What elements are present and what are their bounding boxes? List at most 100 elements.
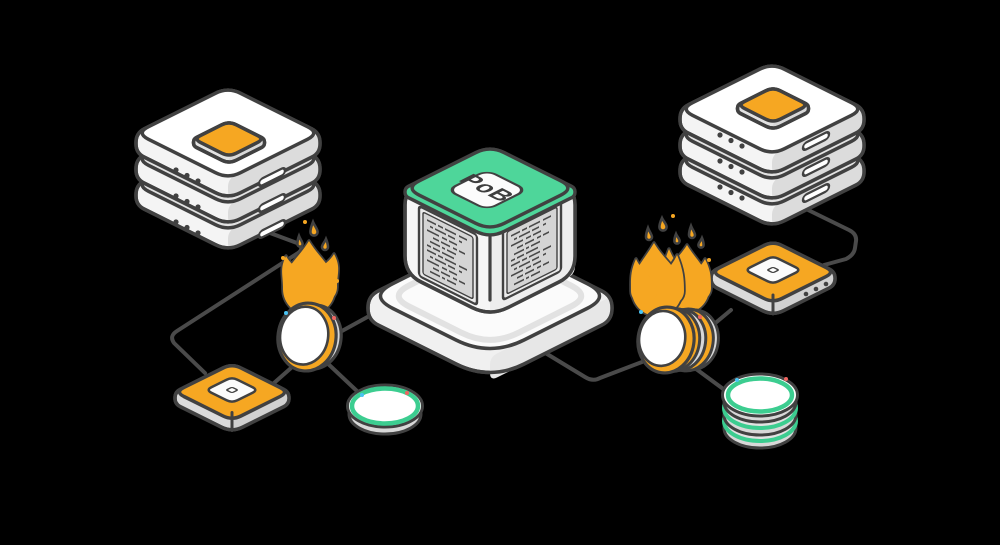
slab-side-shade xyxy=(228,187,320,249)
server-vent xyxy=(801,130,831,152)
sparkle-dot xyxy=(332,316,336,320)
server-dot xyxy=(195,204,201,210)
sparkle-dot xyxy=(639,310,643,314)
slab-side-shade xyxy=(228,161,320,223)
slab-side-shade xyxy=(229,140,265,163)
coin-group xyxy=(636,305,720,375)
chip-right xyxy=(709,241,837,316)
sparkle-dot xyxy=(284,311,288,315)
code-line xyxy=(514,268,544,286)
sparkle-dot xyxy=(360,393,364,397)
slab-top xyxy=(739,87,807,123)
code-line xyxy=(511,230,541,247)
server-dot xyxy=(173,193,179,199)
flame-drop xyxy=(673,230,681,245)
code-line xyxy=(427,219,467,241)
server-dot xyxy=(739,143,745,149)
connector-line xyxy=(272,366,293,385)
connector-line xyxy=(798,204,859,267)
flame-drop xyxy=(644,224,654,242)
slab-side-shade xyxy=(773,106,809,129)
server-chip-icon xyxy=(735,87,811,130)
flame-drop xyxy=(697,234,705,249)
burning-coins-right xyxy=(629,214,720,375)
chip-left xyxy=(173,364,291,432)
sparkle-dot xyxy=(671,214,675,218)
chip-dot xyxy=(823,281,829,287)
server-dot xyxy=(184,224,190,231)
server-dot xyxy=(195,230,201,236)
sparkle-dot xyxy=(735,378,739,382)
pob-cube: PoB xyxy=(403,147,577,315)
server-dot xyxy=(728,137,734,144)
slab-side-shade xyxy=(232,393,289,431)
server-vent xyxy=(257,192,287,214)
flame-icon xyxy=(629,214,686,318)
code-panel-left xyxy=(417,205,479,306)
server-dot xyxy=(195,178,201,184)
code-line xyxy=(511,245,551,267)
code-line xyxy=(427,229,457,246)
coin-flat-green xyxy=(346,383,424,436)
code-line xyxy=(433,267,465,285)
code-line xyxy=(427,249,467,271)
sparkle-dot xyxy=(784,377,788,381)
server-vent xyxy=(801,182,831,204)
server-dot xyxy=(739,195,745,201)
server-dot xyxy=(184,172,190,179)
sparkle-dot xyxy=(303,220,307,224)
code-line xyxy=(514,222,546,241)
server-chip-icon xyxy=(191,121,267,164)
server-dot xyxy=(739,169,745,175)
server-stack-right xyxy=(678,64,866,226)
sparkle-dot xyxy=(707,258,711,262)
sparkle-dot xyxy=(635,266,639,270)
code-line xyxy=(514,238,544,256)
slab-side-shade xyxy=(228,135,320,197)
flame-drop xyxy=(658,214,668,232)
coin-icon xyxy=(276,301,343,373)
flame-drop xyxy=(687,222,697,240)
server-dot xyxy=(728,189,734,196)
code-line xyxy=(427,244,454,260)
server-dot xyxy=(728,163,734,170)
chip-dot xyxy=(803,291,809,297)
server-dot xyxy=(717,132,723,138)
sparkle-dot xyxy=(281,256,285,260)
connector-line xyxy=(522,338,644,382)
slab-top xyxy=(195,121,263,157)
flame-drop xyxy=(320,235,330,252)
sparkle-dot xyxy=(698,315,702,319)
code-line xyxy=(430,225,462,244)
flame-drop xyxy=(296,232,304,248)
chip-core xyxy=(767,267,779,273)
code-line xyxy=(430,270,460,288)
server-vent xyxy=(257,166,287,188)
server-stack-left xyxy=(134,88,322,250)
code-line xyxy=(511,246,538,262)
server-vent xyxy=(257,218,287,240)
coin-stack-green xyxy=(721,372,799,450)
chip-dot xyxy=(813,286,819,292)
burning-coin-left xyxy=(276,218,343,373)
code-line xyxy=(511,260,541,277)
code-line xyxy=(433,237,465,255)
flame-icon xyxy=(280,218,340,317)
platform-bevel xyxy=(395,247,585,343)
code-line xyxy=(517,231,549,249)
code-line xyxy=(430,255,462,274)
chip-core xyxy=(226,387,238,393)
server-dot xyxy=(173,219,179,225)
sparkle-dot xyxy=(405,391,409,395)
server-vent xyxy=(801,156,831,178)
pob-label-plate xyxy=(450,171,524,209)
sparkle-dot xyxy=(335,279,339,283)
server-dot xyxy=(184,198,190,205)
server-dot xyxy=(717,184,723,190)
code-line xyxy=(430,240,460,258)
code-line xyxy=(517,261,549,279)
code-line xyxy=(514,252,546,271)
flame-drop xyxy=(309,218,319,237)
